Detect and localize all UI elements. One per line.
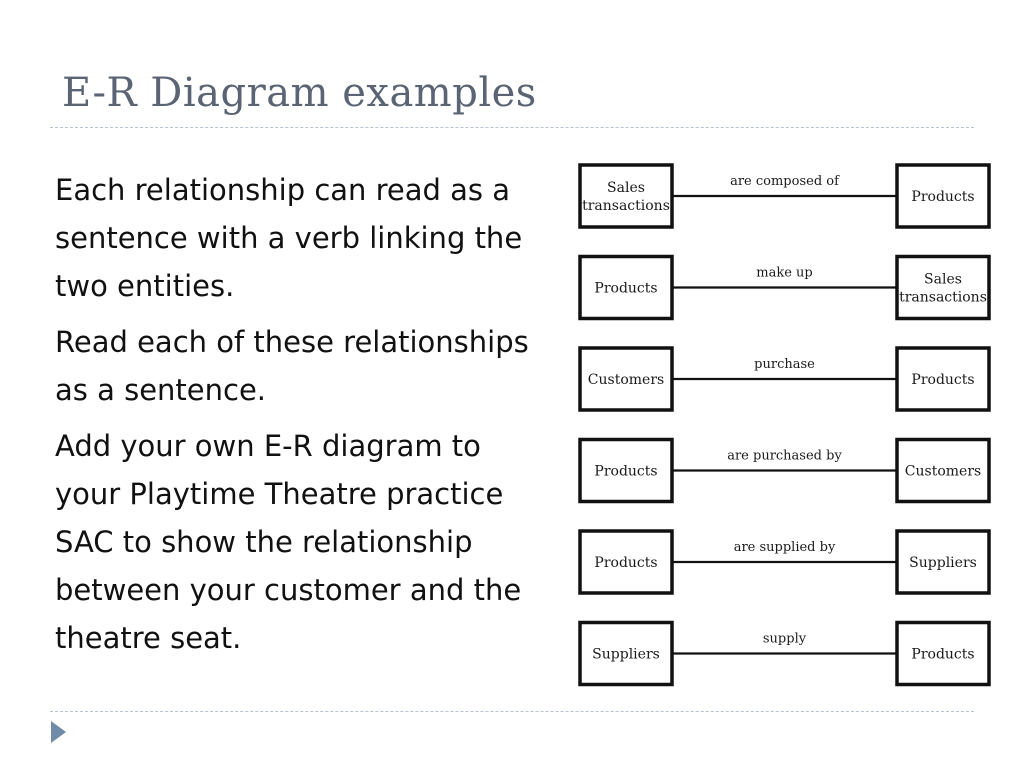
entity-box bbox=[895, 163, 991, 229]
entity-label: Suppliers bbox=[592, 647, 660, 663]
entity-label: Products bbox=[911, 372, 974, 388]
entity-label: Customers bbox=[588, 372, 664, 388]
entity-box bbox=[578, 346, 674, 412]
entity-label: Suppliers bbox=[909, 555, 977, 571]
entity-box bbox=[578, 529, 674, 595]
er-relationship-1: are composed of Sales transactions Products bbox=[578, 163, 991, 229]
title-divider bbox=[50, 127, 974, 128]
entity-left-1: Sales transactions bbox=[578, 163, 674, 229]
entity-right-4: Customers bbox=[895, 437, 991, 504]
entity-label: Products bbox=[594, 555, 657, 571]
er-relationship-5: are supplied by Products Suppliers bbox=[578, 529, 991, 595]
body-paragraph-3: Add your own E-R diagram to your Playtim… bbox=[55, 429, 522, 655]
entity-box bbox=[895, 254, 991, 321]
body-paragraph-1: Each relationship can read as a sentence… bbox=[55, 173, 523, 303]
slide-triangle-icon bbox=[51, 721, 66, 743]
entity-right-6: Products bbox=[895, 620, 991, 687]
entity-label: Sales bbox=[924, 272, 962, 288]
slide-body: Each relationship can read as a sentence… bbox=[55, 166, 555, 670]
entity-left-6: Suppliers bbox=[578, 620, 674, 687]
entity-left-4: Products bbox=[578, 437, 674, 504]
entity-label: Sales bbox=[607, 180, 645, 196]
entity-box bbox=[895, 529, 991, 595]
entity-box bbox=[578, 620, 674, 687]
footer-divider bbox=[50, 711, 974, 712]
entity-label: transactions bbox=[582, 198, 670, 214]
entity-box bbox=[895, 346, 991, 412]
slide-title: E-R Diagram examples bbox=[62, 70, 537, 116]
relationship-verb: are purchased by bbox=[727, 449, 842, 464]
entity-box bbox=[578, 163, 674, 229]
relationship-verb: are supplied by bbox=[734, 540, 836, 555]
entity-label: Products bbox=[594, 464, 657, 480]
relationship-verb: supply bbox=[763, 632, 807, 647]
body-paragraph-2: Read each of these relationships as a se… bbox=[55, 325, 529, 407]
entity-label: Products bbox=[594, 281, 657, 297]
entity-label: Products bbox=[911, 189, 974, 205]
entity-box bbox=[578, 437, 674, 504]
entity-left-3: Customers bbox=[578, 346, 674, 412]
entity-right-1: Products bbox=[895, 163, 991, 229]
entity-label: Products bbox=[911, 647, 974, 663]
entity-left-5: Products bbox=[578, 529, 674, 595]
entity-right-3: Products bbox=[895, 346, 991, 412]
entity-right-2: Sales transactions bbox=[895, 254, 991, 321]
entity-right-5: Suppliers bbox=[895, 529, 991, 595]
relationship-verb: make up bbox=[756, 266, 812, 281]
er-relationship-4: are purchased by Products Customers bbox=[578, 437, 991, 504]
entity-box bbox=[895, 437, 991, 504]
entity-left-2: Products bbox=[578, 254, 674, 321]
entity-box bbox=[578, 254, 674, 321]
entity-label: transactions bbox=[899, 290, 987, 306]
er-relationship-2: make up Products Sales transactions bbox=[578, 254, 991, 321]
entity-box bbox=[895, 620, 991, 687]
entity-label: Customers bbox=[905, 464, 981, 480]
relationship-verb: are composed of bbox=[730, 174, 840, 189]
relationship-verb: purchase bbox=[754, 357, 815, 372]
